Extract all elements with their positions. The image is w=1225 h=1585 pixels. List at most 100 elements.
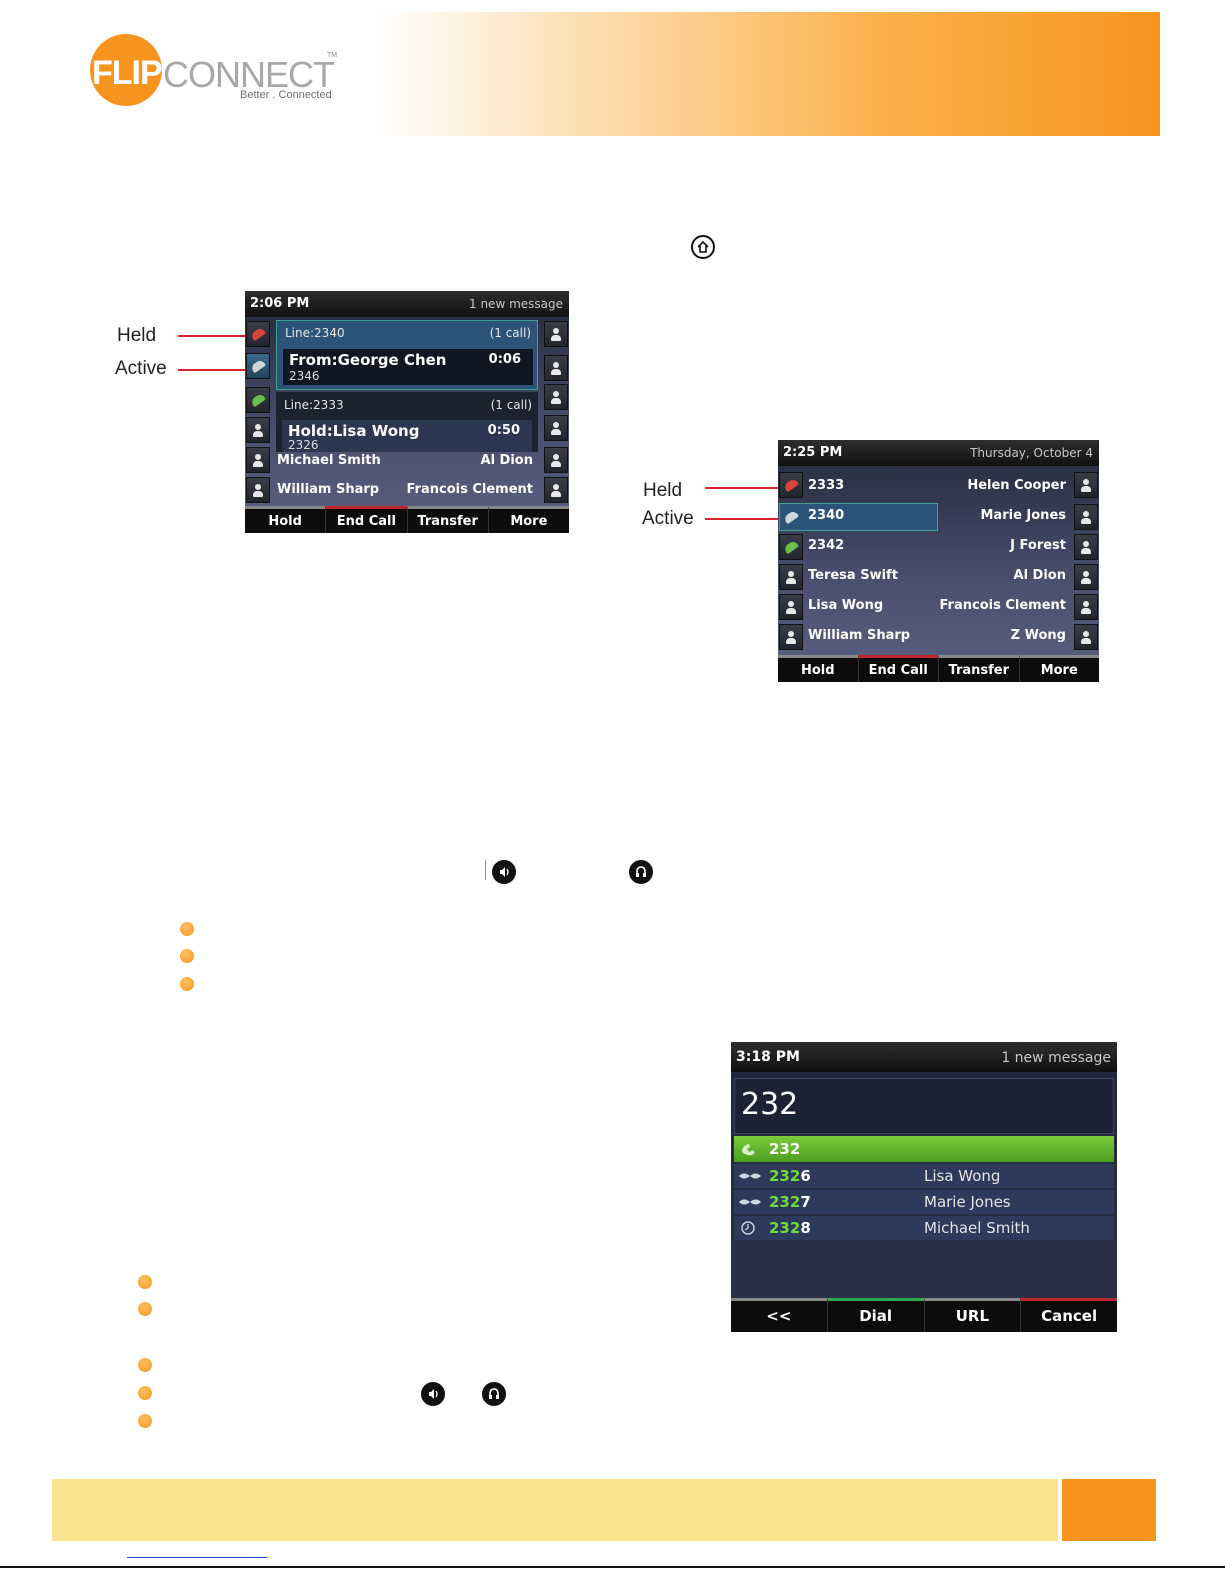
- contact-icon: [1081, 510, 1091, 524]
- line-key-held[interactable]: [246, 321, 270, 347]
- line-key-contact[interactable]: [246, 447, 270, 473]
- call-duration: 0:06: [488, 352, 521, 367]
- call-count: (1 call): [490, 398, 532, 412]
- line-key-contact[interactable]: [544, 415, 568, 441]
- directory-result-row[interactable]: 2327 Marie Jones: [734, 1190, 1114, 1214]
- contact-icon: [1081, 478, 1091, 492]
- line-key-active[interactable]: [779, 504, 803, 530]
- softkey-more[interactable]: More: [487, 506, 569, 533]
- contact-icon: [253, 453, 263, 467]
- line-key-contact[interactable]: [779, 564, 803, 590]
- softkey-transfer[interactable]: Transfer: [938, 655, 1019, 682]
- softkey-hold[interactable]: Hold: [245, 506, 326, 533]
- line-key-contact[interactable]: [544, 384, 568, 410]
- held-handset-icon: [249, 326, 267, 342]
- softkey-end-call[interactable]: End Call: [325, 506, 407, 533]
- contact-name: Al Dion: [1013, 568, 1066, 583]
- bullet-point: [138, 1386, 152, 1400]
- line-key-contact[interactable]: [246, 477, 270, 503]
- callout-active-label: Active: [642, 508, 694, 529]
- status-date: Thursday, October 4: [970, 446, 1093, 460]
- softkey-dial[interactable]: Dial: [826, 1298, 924, 1332]
- phone-screen-dialer: 3:18 PM 1 new message 232 232 2326 Lisa …: [731, 1042, 1117, 1332]
- bullet-point: [138, 1275, 152, 1289]
- held-handset-icon: [782, 477, 800, 493]
- clock-icon: [741, 1221, 755, 1235]
- caller-box: From:George Chen 2346 0:06: [283, 349, 533, 385]
- softkey-transfer[interactable]: Transfer: [406, 506, 488, 533]
- number-match: 232: [769, 1219, 801, 1237]
- dial-suggestion-highlight[interactable]: 232: [734, 1136, 1114, 1162]
- contact-name: William Sharp: [277, 482, 380, 497]
- caller-number: 2346: [289, 369, 320, 383]
- status-time: 2:25 PM: [783, 445, 843, 460]
- contact-icon: [551, 327, 561, 341]
- line-key-contact[interactable]: [246, 417, 270, 443]
- line-key-contact[interactable]: [779, 624, 803, 650]
- active-line-highlight: [779, 503, 938, 531]
- contact-icon: [1081, 540, 1091, 554]
- caller-box: Hold:Lisa Wong 2326 0:50: [282, 420, 532, 452]
- line-key-contact[interactable]: [544, 355, 568, 381]
- softkey-url[interactable]: URL: [923, 1298, 1021, 1332]
- directory-icon: [739, 1173, 761, 1179]
- line-key-contact[interactable]: [1074, 564, 1098, 590]
- line-key-held[interactable]: [779, 472, 803, 498]
- line-key-idle[interactable]: [246, 387, 270, 413]
- contact-name: Francois Clement: [406, 482, 534, 497]
- status-message: 1 new message: [469, 297, 563, 311]
- line-key-contact[interactable]: [1074, 534, 1098, 560]
- directory-result-row[interactable]: 2326 Lisa Wong: [734, 1164, 1114, 1188]
- call-panel-active[interactable]: Line:2340 (1 call) From:George Chen 2346…: [276, 320, 538, 390]
- text-cursor-bar: [485, 860, 486, 880]
- footer-link-underline[interactable]: [127, 1557, 267, 1558]
- result-name: Marie Jones: [924, 1193, 1011, 1211]
- line-key-contact[interactable]: [544, 447, 568, 473]
- contact-name: Michael Smith: [277, 453, 381, 468]
- line-label: Line:2340: [285, 326, 345, 340]
- dial-entry-field[interactable]: 232: [734, 1078, 1114, 1134]
- softkey-hold[interactable]: Hold: [778, 655, 858, 682]
- bullet-point: [138, 1302, 152, 1316]
- softkey-back[interactable]: <<: [731, 1298, 827, 1332]
- phone-icon: [742, 1144, 755, 1156]
- line-key-active[interactable]: [246, 353, 270, 379]
- speakerphone-icon: [492, 860, 516, 884]
- softkey-cancel[interactable]: Cancel: [1020, 1298, 1117, 1332]
- callout-active-line: [178, 369, 250, 371]
- contact-icon: [1081, 600, 1091, 614]
- status-time: 3:18 PM: [736, 1049, 800, 1065]
- logo-trademark: TM: [327, 52, 338, 59]
- line-key-contact[interactable]: [1074, 594, 1098, 620]
- recent-call-result-row[interactable]: 2328 Michael Smith: [734, 1216, 1114, 1240]
- contact-icon: [551, 421, 561, 435]
- status-message: 1 new message: [1001, 1050, 1111, 1066]
- headset-icon: [629, 860, 653, 884]
- contact-icon: [253, 483, 263, 497]
- header-gradient-band: [380, 12, 1160, 136]
- status-bar: 2:25 PM Thursday, October 4: [778, 440, 1099, 466]
- bullet-point: [180, 977, 194, 991]
- number-rest: 8: [800, 1219, 811, 1237]
- contact-name: Lisa Wong: [808, 598, 884, 613]
- line-key-idle[interactable]: [779, 534, 803, 560]
- number-rest: 6: [800, 1167, 811, 1185]
- softkey-bar: Hold End Call Transfer More: [245, 506, 569, 533]
- line-key-contact[interactable]: [544, 477, 568, 503]
- line-key-contact[interactable]: [544, 321, 568, 347]
- contact-icon: [1081, 630, 1091, 644]
- idle-handset-icon: [249, 392, 267, 408]
- line-key-contact[interactable]: [1074, 504, 1098, 530]
- directory-icon: [739, 1199, 761, 1205]
- line-key-contact[interactable]: [1074, 624, 1098, 650]
- bullet-point: [180, 949, 194, 963]
- bullet-point: [138, 1358, 152, 1372]
- softkey-more[interactable]: More: [1018, 655, 1099, 682]
- call-panel-held[interactable]: Line:2333 (1 call) Hold:Lisa Wong 2326 0…: [276, 392, 538, 452]
- line-key-contact[interactable]: [779, 594, 803, 620]
- softkey-bar: << Dial URL Cancel: [731, 1298, 1117, 1332]
- footer-page-box: [1062, 1479, 1156, 1541]
- line-key-contact[interactable]: [1074, 472, 1098, 498]
- softkey-end-call[interactable]: End Call: [857, 655, 938, 682]
- home-icon: [691, 235, 715, 259]
